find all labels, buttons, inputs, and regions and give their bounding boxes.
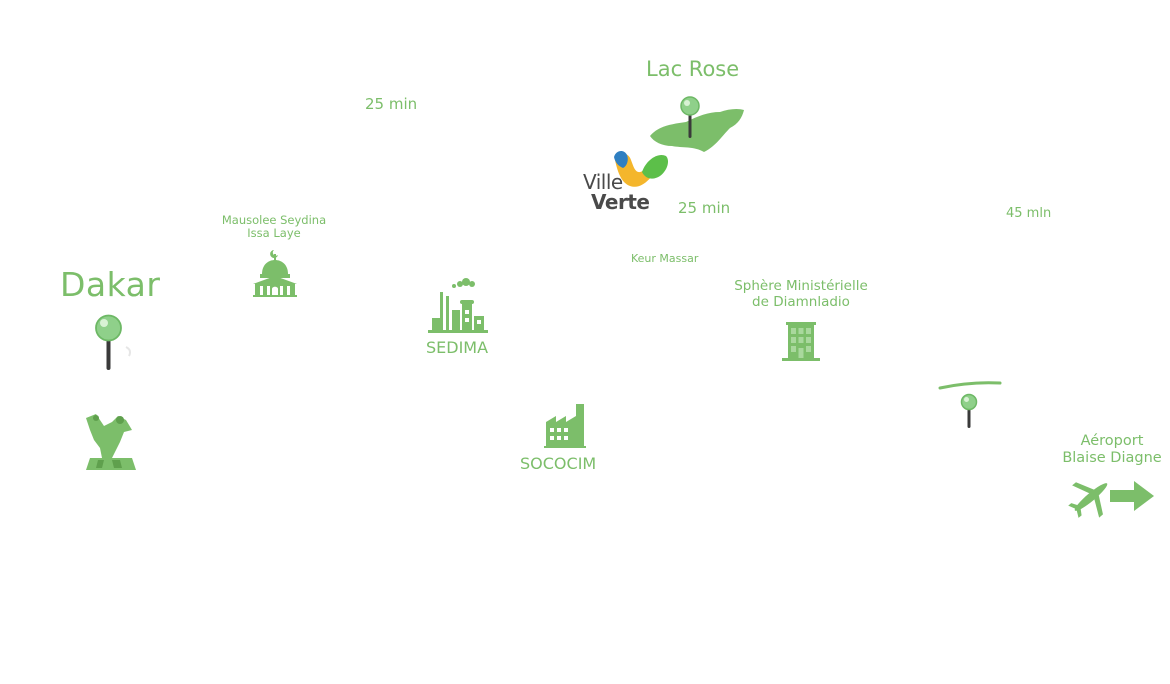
monument-icon	[86, 414, 136, 470]
travel-time-label: 45 mln	[1006, 206, 1052, 221]
factory-icon	[544, 404, 586, 448]
airplane-icon	[1068, 482, 1108, 518]
sphere-label-line: Sphère Ministérielle	[734, 278, 868, 294]
ville-verte-logo-mark	[614, 151, 668, 187]
aeroport-label-line: Blaise Diagne	[1062, 449, 1162, 466]
dakar-label: Dakar	[60, 265, 161, 304]
lac-rose-label: Lac Rose	[646, 57, 740, 81]
factory-icon	[428, 278, 488, 333]
mausolee-label: Mausolee Seydina Issa Laye	[214, 213, 334, 241]
keur-massar-label: Keur Massar	[631, 252, 699, 265]
sphere-ministerielle-label: Sphère Ministérielle de Diamnladio	[726, 278, 876, 310]
ville-verte-logo: Ville Verte	[580, 148, 670, 214]
aeroport-label: Aéroport Blaise Diagne	[1054, 433, 1170, 466]
mausolee-label-line: Mausolee Seydina	[221, 213, 327, 227]
travel-time-label: 25 min	[678, 199, 731, 217]
aeroport-label-line: Aéroport	[1080, 433, 1144, 449]
sphere-label-line: de Diamnladio	[752, 293, 850, 310]
logo-word-verte: Verte	[591, 190, 650, 214]
sedima-label: SEDIMA	[426, 338, 489, 357]
logo-word-ville: Ville	[583, 170, 623, 194]
sococim-label: SOCOCIM	[520, 454, 597, 473]
map-pin-icon	[680, 96, 700, 138]
arrow-right-icon	[1110, 481, 1154, 511]
lake-shape-icon	[650, 108, 744, 152]
building-icon	[782, 322, 820, 361]
map-pin-icon	[95, 314, 131, 370]
mausolee-label-line: Issa Laye	[247, 226, 301, 241]
mosque-icon	[253, 250, 297, 297]
road-stroke-icon	[938, 381, 1002, 390]
map-pin-icon	[960, 393, 978, 428]
travel-time-label: 25 min	[365, 95, 418, 113]
